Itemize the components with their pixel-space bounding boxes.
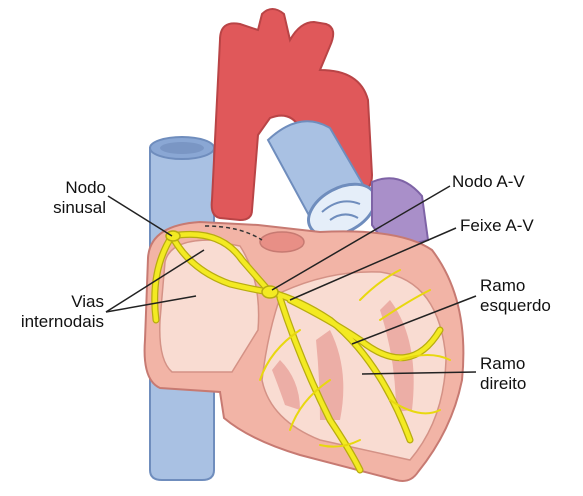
label-ramo-esquerdo: Ramo esquerdo <box>480 276 551 315</box>
label-nodo-sinusal: Nodo sinusal <box>53 178 106 217</box>
label-ramo-direito: Ramo direito <box>480 354 527 393</box>
leader-nodo-av <box>271 185 451 291</box>
leader-ramo-direito <box>361 371 477 375</box>
label-feixe-av: Feixe A-V <box>460 216 534 235</box>
leader-nodo-sinusal <box>107 195 173 237</box>
label-vias-internodais: Vias internodais <box>20 292 104 331</box>
leader-vias-1 <box>105 249 205 313</box>
leader-feixe-av <box>289 227 457 301</box>
label-nodo-av: Nodo A-V <box>452 172 525 191</box>
leader-vias-2 <box>105 295 197 313</box>
leader-ramo-esquerdo <box>351 295 477 345</box>
leader-lines <box>105 185 477 375</box>
